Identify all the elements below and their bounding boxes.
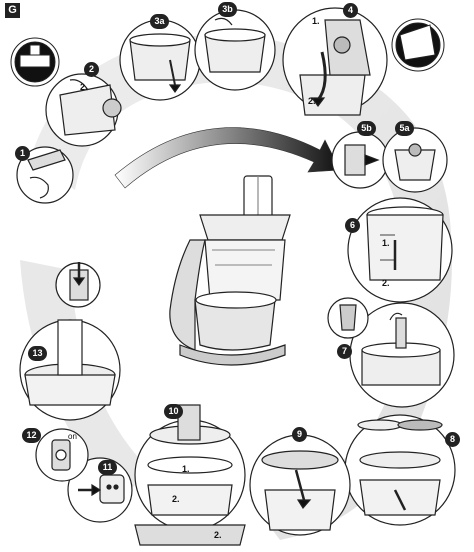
step-3b-illustration — [194, 9, 276, 91]
step-10-sublabel-3: 2. — [214, 530, 222, 540]
warning-icon-left — [10, 37, 60, 87]
step-4-sublabel-2: 2. — [308, 96, 316, 106]
step-1-badge: 1 — [15, 146, 30, 161]
step-5b-illustration — [331, 131, 389, 189]
section-tag: G — [5, 3, 20, 18]
step-10-sublabel-2: 2. — [172, 494, 180, 504]
step-1-illustration — [16, 146, 74, 204]
step-5a-badge: 5a — [395, 121, 414, 136]
step-11-badge: 11 — [98, 460, 117, 475]
food-processor-main — [169, 175, 291, 366]
step-3a-illustration — [119, 19, 201, 101]
step-13-badge: 13 — [28, 346, 47, 361]
step-4-sublabel-1: 1. — [312, 16, 320, 26]
step-6-illustration — [347, 197, 453, 303]
step-8-illustration — [344, 414, 456, 526]
direction-arrow — [114, 127, 341, 189]
step-4-illustration — [282, 7, 388, 116]
warning-icon-right — [391, 18, 445, 72]
step-8-badge: 8 — [445, 432, 460, 447]
step-6-badge: 6 — [345, 218, 360, 233]
step-7-badge: 7 — [337, 344, 352, 359]
step-9-badge: 9 — [292, 427, 307, 442]
step-6-sublabel-1: 1. — [382, 238, 390, 248]
step-10-sublabel-1: 1. — [182, 464, 190, 474]
step-12-illustration — [35, 428, 89, 482]
step-3a-badge: 3a — [150, 14, 169, 29]
step-12-switch-label: on — [68, 432, 77, 441]
step-6-sublabel-2: 2. — [382, 278, 390, 288]
step-11-illustration — [67, 457, 133, 523]
step-5b-badge: 5b — [357, 121, 376, 136]
step-12-badge: 12 — [22, 428, 41, 443]
step-10-illustration — [134, 404, 246, 546]
step-9-illustration — [249, 434, 351, 536]
step-2-illustration — [45, 73, 122, 147]
step-4-badge: 4 — [343, 3, 358, 18]
step-3b-badge: 3b — [218, 2, 237, 17]
step-7-illustration — [327, 297, 455, 408]
step-13-illustration — [19, 262, 121, 421]
step-10-badge: 10 — [164, 404, 183, 419]
step-2-sublabel: 2. — [80, 82, 88, 92]
step-2-badge: 2 — [84, 62, 99, 77]
step-5a-illustration — [382, 127, 448, 193]
